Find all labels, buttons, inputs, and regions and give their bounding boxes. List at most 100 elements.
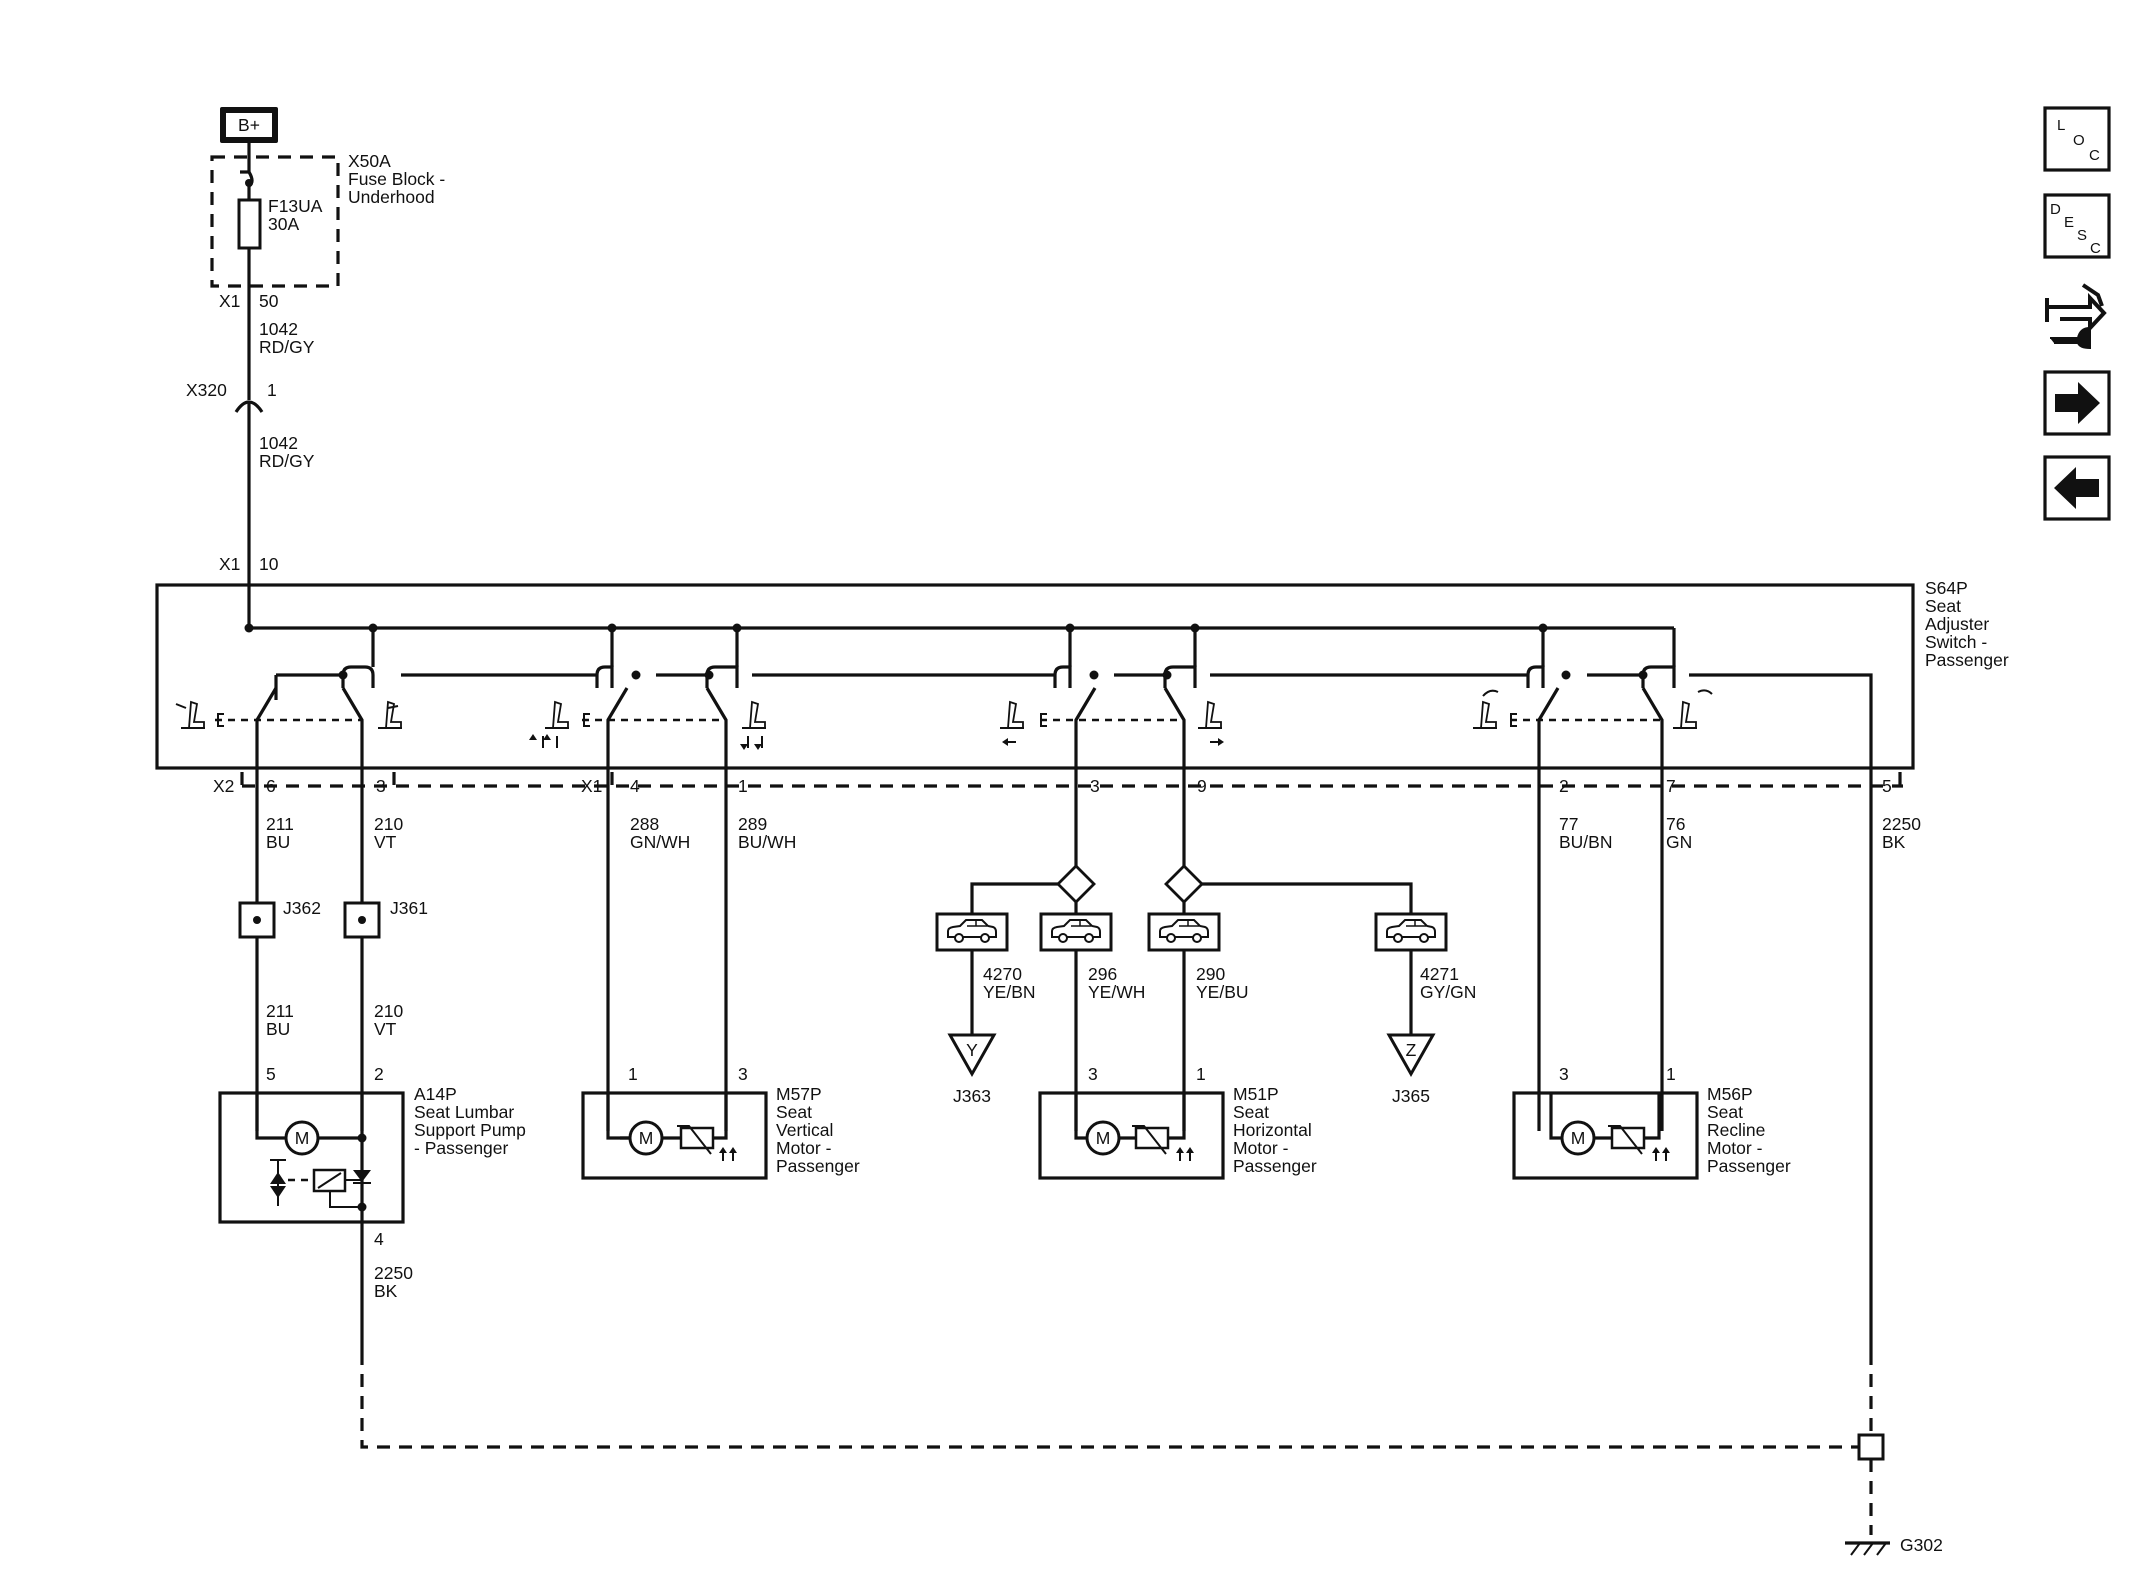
svg-text:2: 2 bbox=[374, 1064, 384, 1084]
svg-text:3: 3 bbox=[1090, 776, 1100, 796]
svg-text:Horizontal: Horizontal bbox=[1233, 1120, 1312, 1140]
seat-up-icon bbox=[542, 701, 570, 748]
svg-text:X1: X1 bbox=[219, 554, 240, 574]
svg-text:S: S bbox=[2077, 227, 2087, 244]
vehicle-network-box-4271 bbox=[1374, 912, 1448, 952]
svg-text:9: 9 bbox=[1197, 776, 1207, 796]
svg-text:X1: X1 bbox=[219, 291, 240, 311]
switch-name: S64P bbox=[1925, 578, 1968, 598]
svg-text:YE/BU: YE/BU bbox=[1196, 982, 1249, 1002]
svg-text:288: 288 bbox=[630, 814, 659, 834]
svg-text:210: 210 bbox=[374, 814, 403, 834]
svg-text:RD/GY: RD/GY bbox=[259, 337, 315, 357]
svg-text:3: 3 bbox=[738, 1064, 748, 1084]
svg-text:4271: 4271 bbox=[1420, 964, 1459, 984]
loc-button[interactable]: L O C bbox=[2043, 106, 2111, 172]
j363-label: J363 bbox=[953, 1086, 991, 1106]
ground-dashed-link bbox=[360, 1352, 1858, 1449]
svg-text:Vertical: Vertical bbox=[776, 1120, 833, 1140]
svg-text:Seat: Seat bbox=[776, 1102, 812, 1122]
svg-text:77: 77 bbox=[1559, 814, 1578, 834]
arrow-right-icon[interactable] bbox=[2043, 370, 2111, 436]
svg-text:GN/WH: GN/WH bbox=[630, 832, 690, 852]
ground-label: G302 bbox=[1900, 1535, 1943, 1555]
diamond-junction-left bbox=[1056, 864, 1096, 904]
horizontal-motor-m51p: M bbox=[1038, 1091, 1225, 1180]
lumbar-component-name: A14P bbox=[414, 1084, 457, 1104]
svg-text:- Passenger: - Passenger bbox=[414, 1138, 509, 1158]
svg-text:2: 2 bbox=[1559, 776, 1569, 796]
svg-text:3: 3 bbox=[1088, 1064, 1098, 1084]
svg-text:296: 296 bbox=[1088, 964, 1117, 984]
svg-text:M: M bbox=[639, 1128, 654, 1148]
vehicle-network-box-296 bbox=[1039, 912, 1113, 952]
svg-text:Passenger: Passenger bbox=[1925, 650, 2009, 670]
svg-text:O: O bbox=[2073, 132, 2085, 149]
svg-text:289: 289 bbox=[738, 814, 767, 834]
recline-forward-icon bbox=[1472, 689, 1499, 729]
svg-text:J362: J362 bbox=[283, 898, 321, 918]
recline-rearward-icon bbox=[1672, 689, 1713, 729]
j365-label: J365 bbox=[1392, 1086, 1430, 1106]
svg-text:Switch -: Switch - bbox=[1925, 632, 1987, 652]
svg-text:Passenger: Passenger bbox=[1233, 1156, 1317, 1176]
svg-text:VT: VT bbox=[374, 1019, 397, 1039]
svg-text:290: 290 bbox=[1196, 964, 1225, 984]
fuse-f13ua bbox=[237, 198, 262, 250]
svg-text:1: 1 bbox=[628, 1064, 638, 1084]
svg-text:1042: 1042 bbox=[259, 433, 298, 453]
svg-text:BU/WH: BU/WH bbox=[738, 832, 796, 852]
svg-text:Recline: Recline bbox=[1707, 1120, 1765, 1140]
svg-text:3: 3 bbox=[376, 776, 386, 796]
splice-j361 bbox=[343, 901, 381, 939]
svg-text:4: 4 bbox=[630, 776, 640, 796]
power-label: B+ bbox=[238, 115, 260, 135]
svg-text:BU: BU bbox=[266, 1019, 290, 1039]
svg-text:Y: Y bbox=[966, 1040, 978, 1060]
svg-text:211: 211 bbox=[266, 1001, 294, 1021]
vertical-motor-m57p: M bbox=[581, 1091, 768, 1180]
ground-splice bbox=[1857, 1433, 1885, 1461]
seat-adjuster-switch-box bbox=[155, 583, 1915, 770]
svg-text:Seat Lumbar: Seat Lumbar bbox=[414, 1102, 514, 1122]
battery-positive-source: B+ bbox=[220, 107, 278, 143]
svg-text:C: C bbox=[2089, 147, 2100, 164]
svg-text:1042: 1042 bbox=[259, 319, 298, 339]
diagnostic-wrench-icon[interactable] bbox=[2045, 283, 2107, 350]
arrow-left-icon[interactable] bbox=[2043, 455, 2111, 521]
svg-text:211: 211 bbox=[266, 814, 294, 834]
offpage-connector-z: Z bbox=[1386, 1033, 1436, 1078]
svg-text:4: 4 bbox=[374, 1229, 384, 1249]
svg-text:1: 1 bbox=[267, 380, 277, 400]
svg-text:2250: 2250 bbox=[1882, 814, 1921, 834]
svg-text:Z: Z bbox=[1406, 1040, 1417, 1060]
svg-text:5: 5 bbox=[266, 1064, 276, 1084]
svg-text:RD/GY: RD/GY bbox=[259, 451, 315, 471]
svg-text:X2: X2 bbox=[213, 776, 234, 796]
svg-text:3: 3 bbox=[1559, 1064, 1569, 1084]
vehicle-network-box-290 bbox=[1147, 912, 1221, 952]
svg-text:Seat: Seat bbox=[1233, 1102, 1269, 1122]
desc-button[interactable]: D E S C bbox=[2043, 193, 2111, 259]
svg-text:Seat: Seat bbox=[1707, 1102, 1743, 1122]
svg-text:30A: 30A bbox=[268, 214, 299, 234]
svg-text:10: 10 bbox=[259, 554, 279, 574]
svg-text:C: C bbox=[2090, 240, 2101, 257]
svg-text:M: M bbox=[1096, 1128, 1111, 1148]
svg-text:50: 50 bbox=[259, 291, 279, 311]
seat-rearward-icon bbox=[1197, 701, 1223, 743]
svg-text:Support Pump: Support Pump bbox=[414, 1120, 526, 1140]
fuse-block-x50a: F13UA 30A bbox=[210, 155, 340, 292]
svg-text:2250: 2250 bbox=[374, 1263, 413, 1283]
vertical-component-name: M57P bbox=[776, 1084, 822, 1104]
svg-text:Underhood: Underhood bbox=[348, 187, 435, 207]
nav-buttons: L O C D E S C bbox=[2043, 106, 2111, 521]
svg-text:M: M bbox=[1571, 1128, 1586, 1148]
svg-text:Motor -: Motor - bbox=[776, 1138, 832, 1158]
svg-text:Motor -: Motor - bbox=[1233, 1138, 1289, 1158]
horizontal-component-name: M51P bbox=[1233, 1084, 1279, 1104]
svg-text:1: 1 bbox=[738, 776, 748, 796]
splice-j362 bbox=[238, 901, 276, 939]
svg-text:BK: BK bbox=[1882, 832, 1906, 852]
